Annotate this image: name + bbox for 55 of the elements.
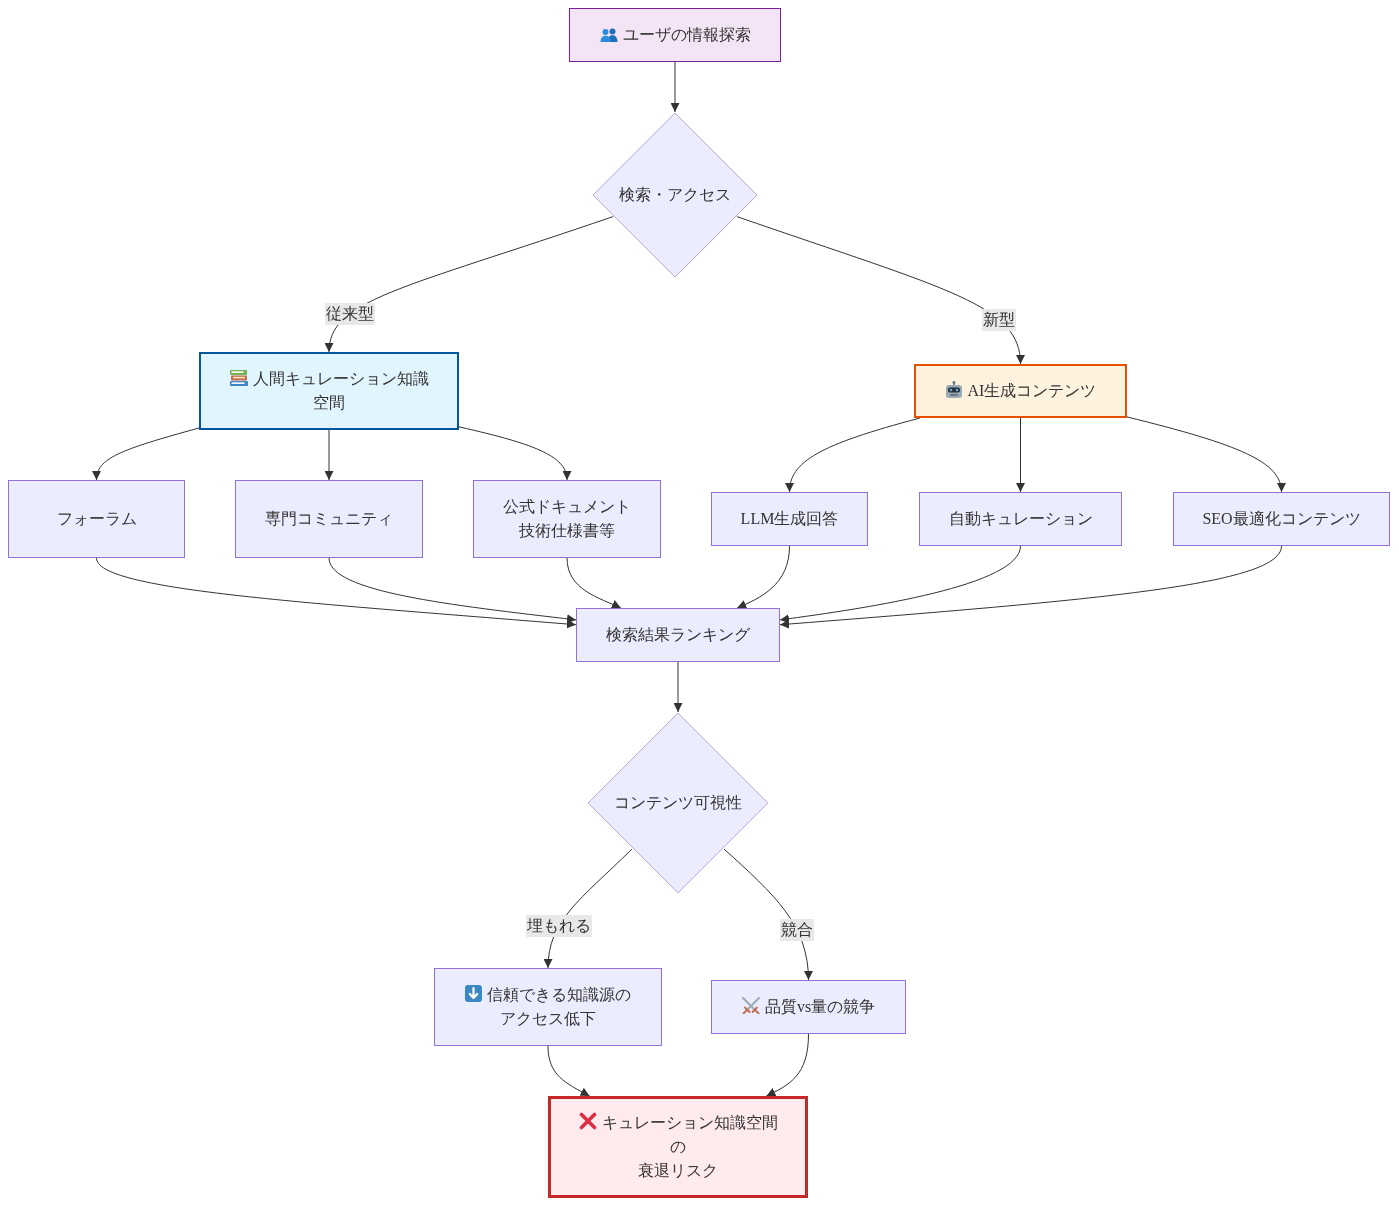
node-label: の [670, 1138, 686, 1155]
arrow [736, 545, 790, 609]
edge-label: 競合 [779, 918, 814, 941]
node-label: 検索・アクセス [619, 186, 731, 203]
process-box [711, 492, 868, 546]
edge-label: 従来型 [325, 302, 376, 325]
arrow [566, 557, 622, 609]
process-box [8, 480, 185, 558]
process-box [711, 980, 906, 1034]
process-box [434, 968, 662, 1046]
arrow [779, 545, 1282, 629]
process-box [235, 480, 423, 558]
edge-label: 埋もれる [526, 914, 593, 937]
node-label: 公式ドキュメント [503, 498, 631, 515]
process-box [919, 492, 1122, 546]
arrow [325, 216, 614, 353]
arrow [92, 427, 200, 481]
process-box [569, 8, 781, 62]
process-box [473, 480, 661, 558]
node-label: フォーラム [56, 510, 137, 527]
arrow [458, 426, 571, 481]
process-box [199, 352, 459, 430]
node-label: コンテンツ可視性 [614, 794, 742, 811]
node-label: 品質vs量の競争 [764, 998, 876, 1015]
arrow [328, 557, 577, 624]
node-label: ユーザの情報探索 [622, 26, 751, 43]
process-box [548, 1096, 808, 1198]
arrow [547, 1045, 591, 1097]
decision-diamond [587, 712, 769, 894]
node-label: 人間キュレーション知識空間 [252, 370, 429, 411]
arrow [736, 216, 1024, 365]
arrow [96, 557, 577, 629]
node-label: 専門コミュニティ [265, 510, 393, 527]
process-box [576, 608, 780, 662]
arrow [1126, 416, 1285, 493]
node-label: AI生成コンテンツ [967, 382, 1097, 399]
node-label: 自動キュレーション [948, 510, 1093, 527]
node-label: 検索結果ランキング [606, 626, 750, 643]
arrow [324, 429, 334, 481]
node-label: 技術仕様書等 [519, 522, 615, 539]
arrow [785, 417, 921, 493]
process-box [914, 364, 1127, 418]
edge-label: 新型 [982, 309, 1017, 332]
node-label: 衰退リスク [638, 1162, 718, 1179]
node-label: 信頼できる知識源のアクセス低下 [487, 986, 631, 1027]
process-box [1173, 492, 1390, 546]
arrow [670, 61, 680, 113]
arrow [673, 661, 683, 713]
node-label: LLM生成回答 [740, 510, 839, 527]
node-label: キュレーション知識空間 [601, 1114, 778, 1131]
arrow [1016, 417, 1025, 493]
arrow [765, 1033, 809, 1097]
node-label: SEO最適化コンテンツ [1202, 510, 1361, 527]
decision-diamond [592, 112, 758, 278]
arrow [779, 545, 1021, 624]
